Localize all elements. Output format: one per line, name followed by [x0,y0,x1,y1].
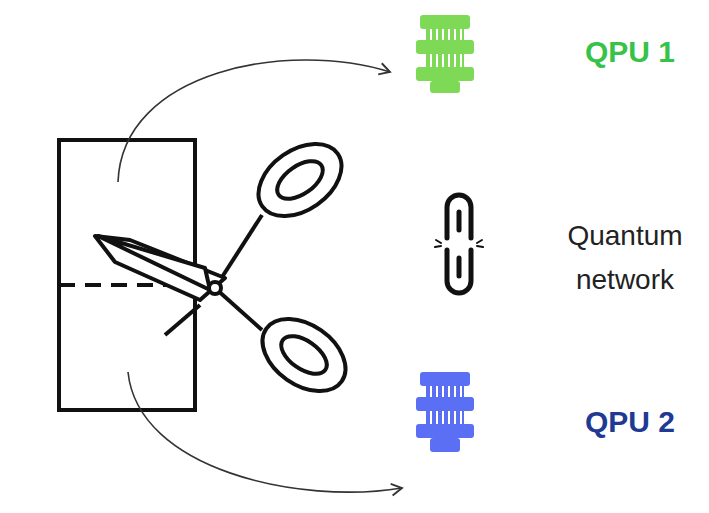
qpu-label: QPU 1 [585,34,675,70]
network-label: Quantum network [545,214,705,302]
scissors-icon [95,129,359,406]
curved-arrow [128,372,402,492]
qpu-chip [416,372,474,452]
qpu-chip [416,15,474,93]
qpu-node: QPU 1 [410,8,705,103]
qpu-label: QPU 2 [585,404,675,440]
qpu-node: QPU 2 [410,365,705,465]
curved-arrow [118,60,390,182]
chain-icon [435,195,483,293]
